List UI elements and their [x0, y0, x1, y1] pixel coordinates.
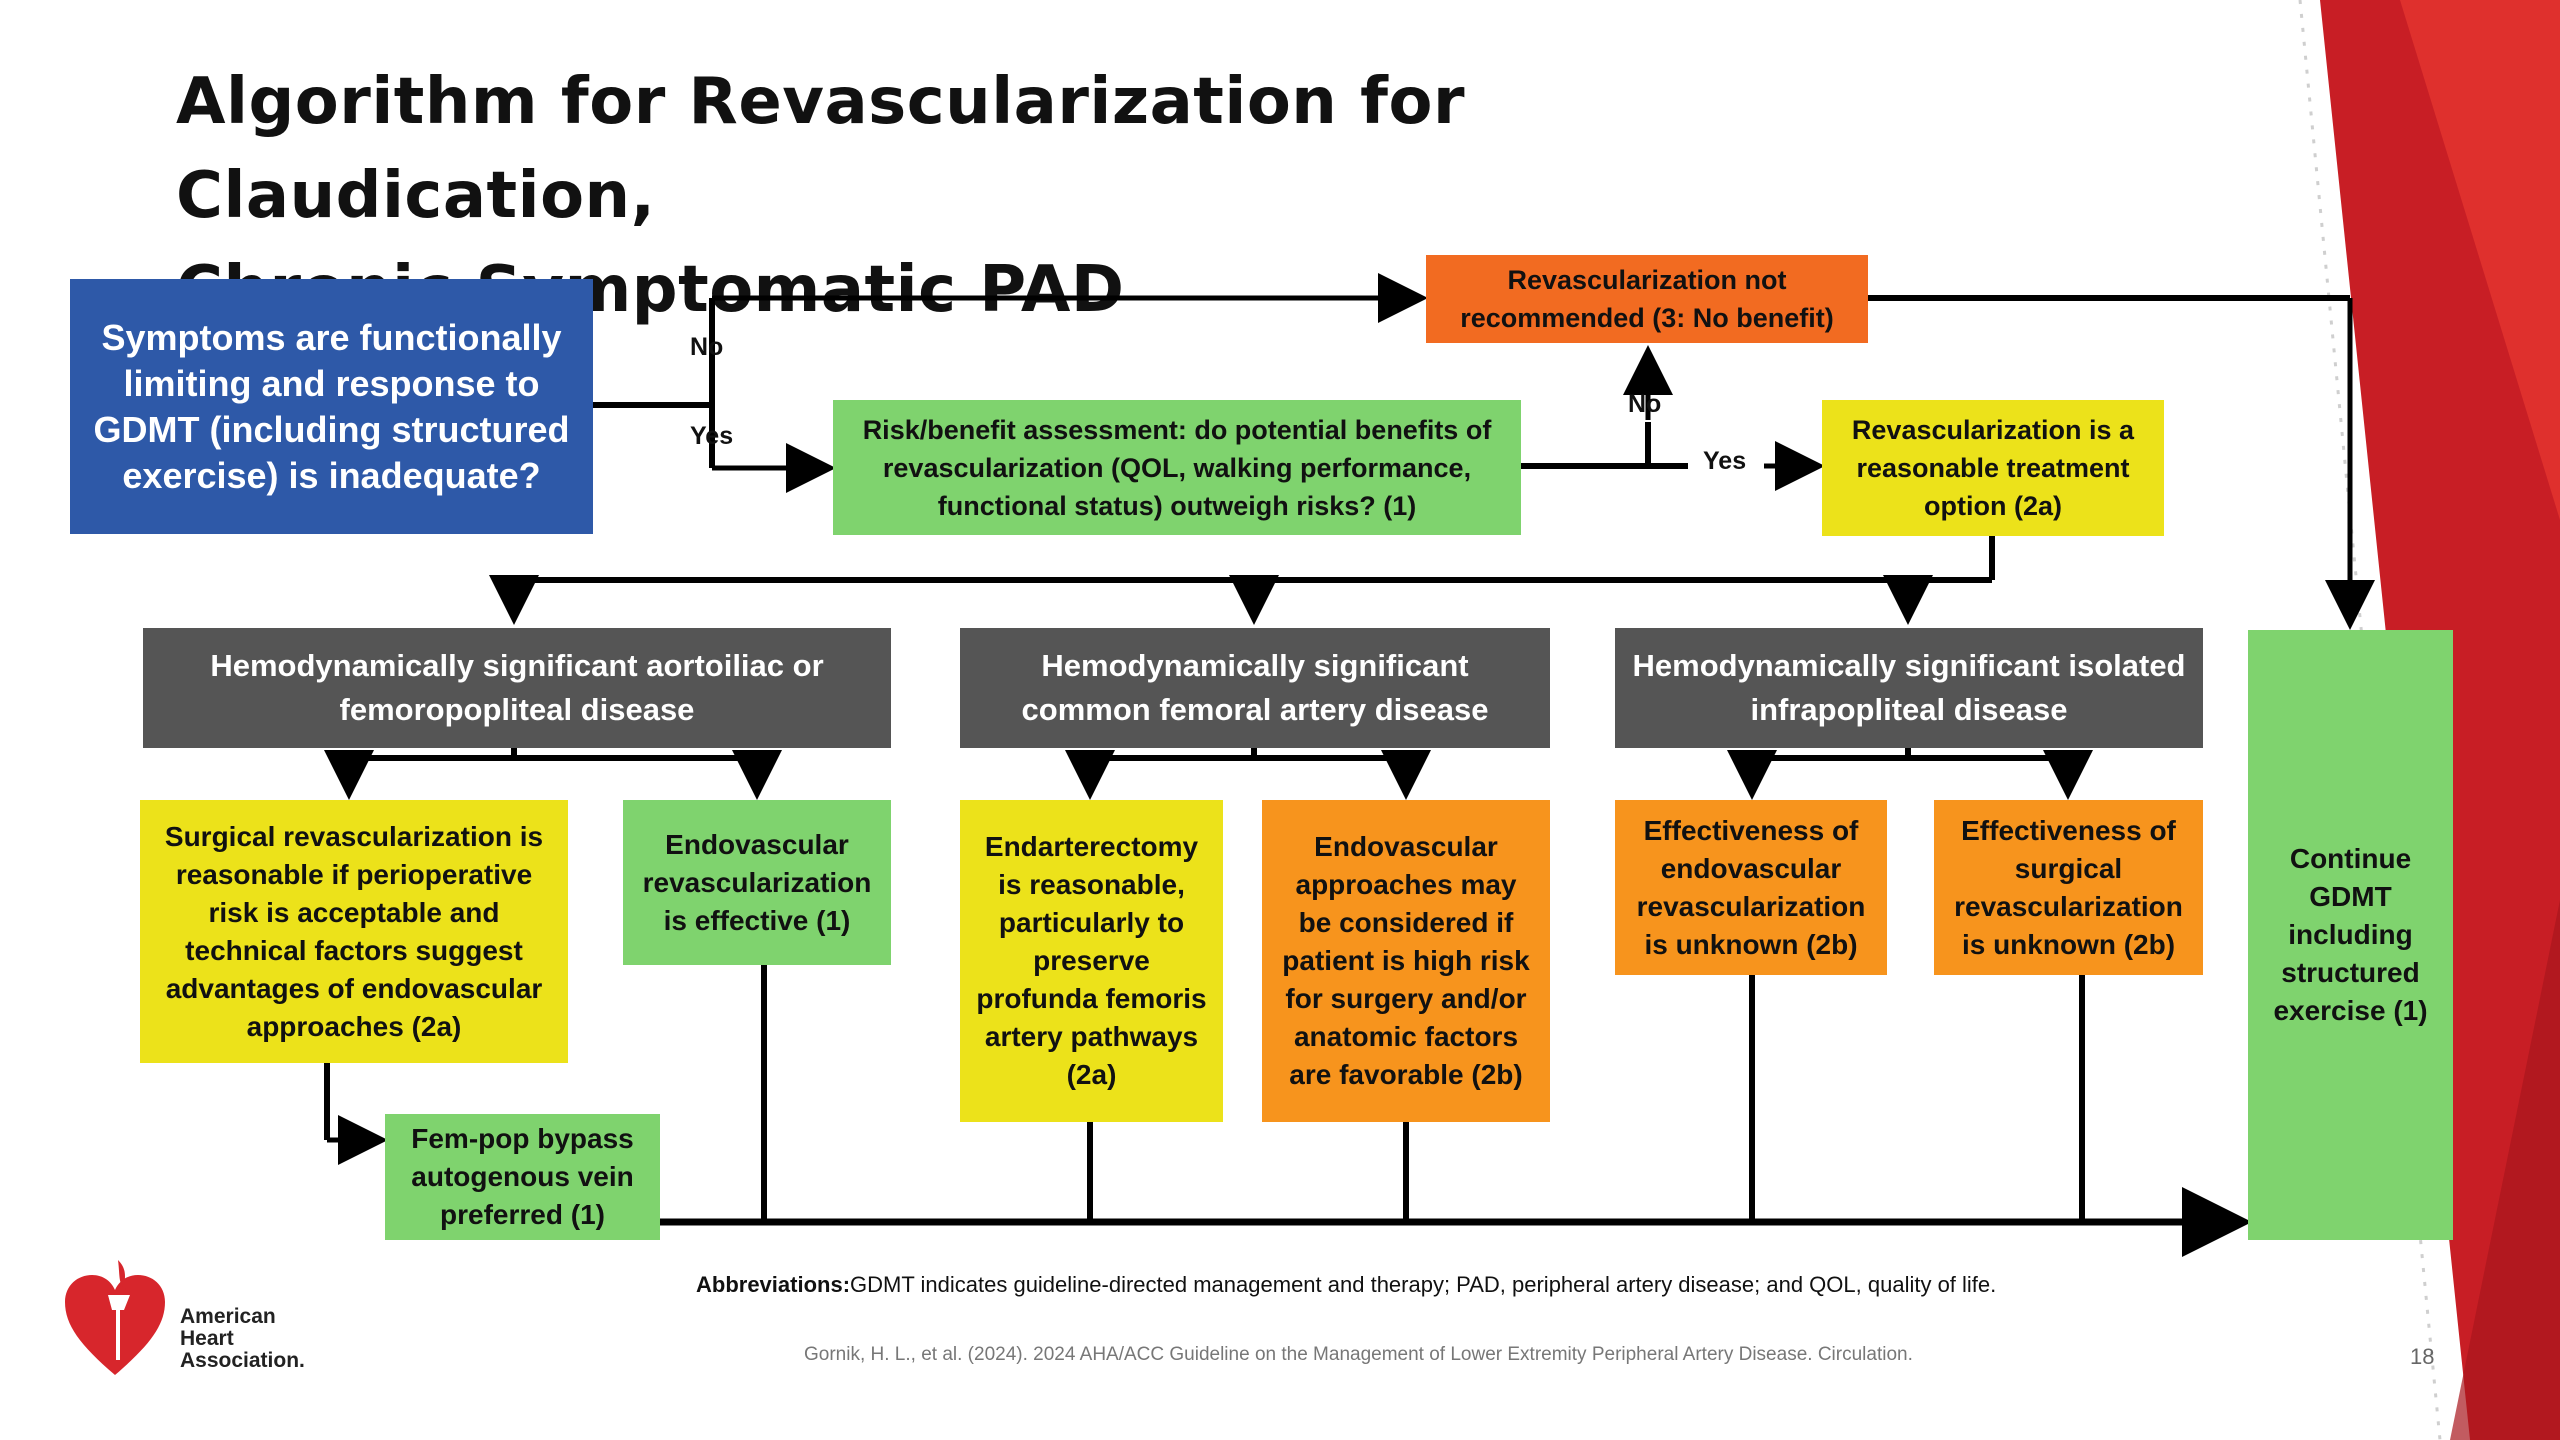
- fem-pop-bypass-box: Fem-pop bypass autogenous vein preferred…: [385, 1114, 660, 1240]
- not-recommended-box: Revascularization not recommended (3: No…: [1426, 255, 1868, 343]
- abbreviations-text: GDMT indicates guideline-directed manage…: [850, 1272, 1997, 1297]
- endovascular-effective-box: Endovascular revascularization is effect…: [623, 800, 891, 965]
- aha-wordmark: American Heart Association.: [180, 1306, 305, 1372]
- no-label-2: No: [1628, 390, 1662, 418]
- page-number: 18: [2410, 1344, 2435, 1369]
- yes-label-1: Yes: [690, 422, 734, 450]
- no-label-1: No: [690, 333, 724, 361]
- aha-word-heart: Heart: [180, 1327, 234, 1350]
- aha-word-association: Association.: [180, 1349, 305, 1372]
- surgical-unknown-box: Effectiveness of surgical revascularizat…: [1934, 800, 2203, 975]
- aha-heart-torch-logo: [65, 1260, 165, 1375]
- endovascular-unknown-box: Effectiveness of endovascular revascular…: [1615, 800, 1887, 975]
- endarterectomy-box: Endarterectomy is reasonable, particular…: [960, 800, 1223, 1122]
- aha-word-american: American: [180, 1305, 276, 1328]
- symptoms-question-box: Symptoms are functionally limiting and r…: [70, 279, 593, 534]
- risk-benefit-box: Risk/benefit assessment: do potential be…: [833, 400, 1521, 535]
- title-line-1: Algorithm for Revascularization for Clau…: [176, 65, 1465, 233]
- reasonable-option-box: Revascularization is a reasonable treatm…: [1822, 400, 2164, 536]
- continue-gdmt-box: Continue GDMT including structured exerc…: [2248, 630, 2453, 1240]
- citation: Gornik, H. L., et al. (2024). 2024 AHA/A…: [804, 1344, 1913, 1365]
- abbreviations-label: Abbreviations:: [696, 1272, 851, 1297]
- endovascular-approaches-box: Endovascular approaches may be considere…: [1262, 800, 1550, 1122]
- common-femoral-disease-box: Hemodynamically significant common femor…: [960, 628, 1550, 748]
- aortoiliac-disease-box: Hemodynamically significant aortoiliac o…: [143, 628, 891, 748]
- yes-label-2: Yes: [1703, 447, 1747, 475]
- infrapopliteal-disease-box: Hemodynamically significant isolated inf…: [1615, 628, 2203, 748]
- abbreviations: Abbreviations:GDMT indicates guideline-d…: [696, 1272, 1996, 1298]
- surgical-reasonable-box: Surgical revascularization is reasonable…: [140, 800, 568, 1063]
